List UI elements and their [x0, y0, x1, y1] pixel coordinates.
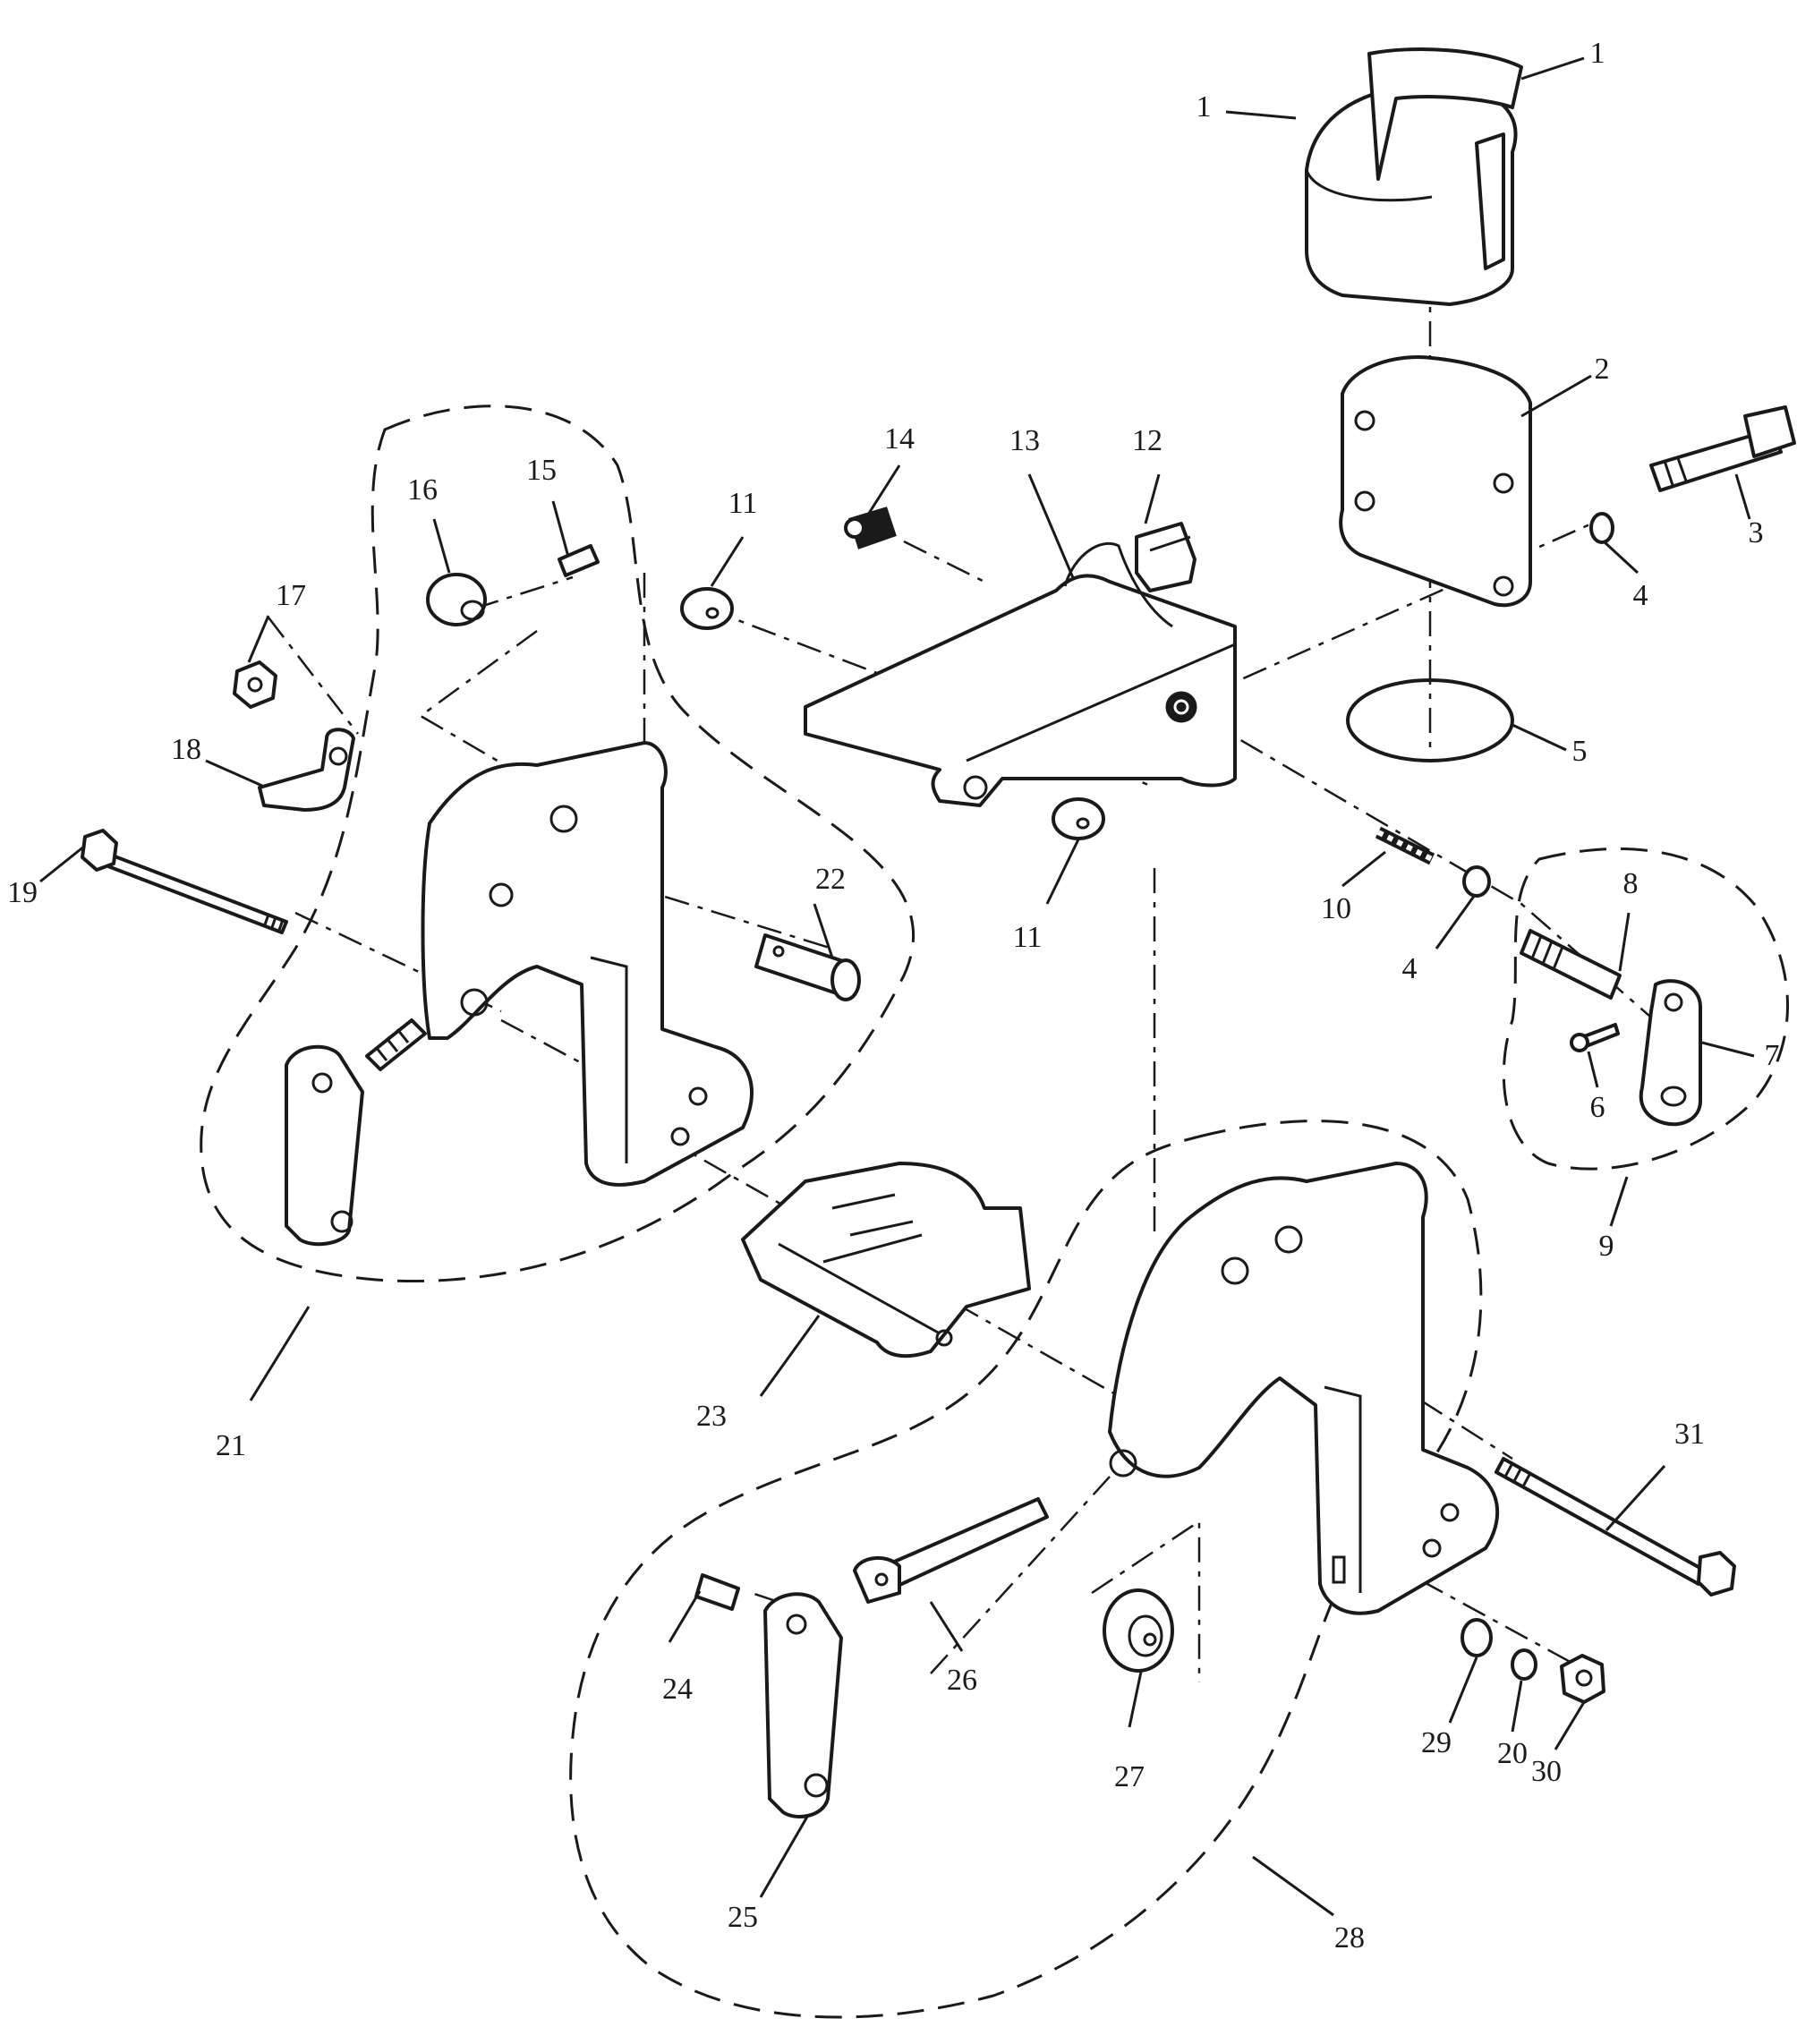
callout-3: 3 [1749, 516, 1764, 549]
washer-part-4b [1462, 865, 1491, 898]
clamp-handle-left [285, 1044, 364, 1247]
callout-28: 28 [1334, 1921, 1365, 1955]
group-outline-28 [569, 1120, 1483, 2019]
group-outline-21 [200, 405, 916, 1282]
center-line-pin-22 [572, 866, 833, 950]
clamp-bracket-right [1108, 1162, 1499, 1615]
callout-23: 23 [696, 1400, 727, 1433]
washer-part-29 [1461, 1618, 1493, 1657]
callout-13: 13 [1009, 424, 1040, 457]
callout-8: 8 [1623, 867, 1639, 900]
nut-part-17 [233, 660, 277, 709]
screw-part-26 [853, 1497, 1049, 1604]
clamp-handle-part-25 [763, 1592, 843, 1818]
callout-7: 7 [1765, 1039, 1780, 1072]
callout-17: 17 [276, 579, 306, 612]
washer-part-4a [1589, 512, 1614, 544]
long-bolt-part-31 [1495, 1457, 1736, 1597]
callout-11a: 11 [728, 487, 758, 520]
thrust-washer-part-11b [1052, 797, 1105, 840]
leader-lines [39, 56, 1755, 1917]
callout-9: 9 [1599, 1230, 1614, 1263]
callout-5: 5 [1572, 735, 1588, 768]
swivel-clamp-part-2 [1339, 355, 1532, 608]
clamp-plate-part-18 [258, 728, 355, 812]
washer-part-20 [1511, 1648, 1537, 1681]
callout-25: 25 [728, 1901, 758, 1934]
clamp-bracket-left [421, 741, 754, 1187]
callout-4b: 4 [1402, 952, 1418, 985]
callout-26: 26 [947, 1664, 977, 1697]
spring-part-10 [1375, 826, 1435, 865]
callout-1a: 1 [1590, 37, 1605, 70]
detent-lever-part-7 [1639, 979, 1702, 1127]
long-bolt-part-19 [81, 829, 288, 934]
pin-part-15 [558, 544, 600, 577]
callout-21: 21 [216, 1429, 246, 1462]
bolt-part-3 [1649, 405, 1796, 492]
callout-31: 31 [1674, 1418, 1705, 1451]
callout-18: 18 [171, 733, 201, 766]
callout-6: 6 [1590, 1091, 1605, 1124]
center-line-pin-15 [473, 575, 574, 610]
callout-2: 2 [1595, 353, 1610, 386]
group-outline-9 [1502, 847, 1789, 1171]
callout-19: 19 [7, 876, 38, 909]
callout-24: 24 [662, 1673, 693, 1706]
pin-part-24 [694, 1573, 740, 1611]
callout-4a: 4 [1633, 579, 1648, 612]
callout-15: 15 [526, 454, 557, 487]
screw-part-6 [1570, 1023, 1620, 1052]
sleeve-bushing-part-1 [1305, 47, 1523, 306]
callout-27: 27 [1114, 1760, 1145, 1793]
nut-part-30 [1560, 1654, 1605, 1704]
center-line-bracket-step [418, 629, 538, 780]
center-line-nipple-14 [903, 540, 985, 583]
center-line-screw-26 [930, 1476, 1111, 1674]
pin-part-22 [754, 933, 861, 1001]
thrust-washer-part-11a [680, 587, 734, 630]
adjusting-screw-left [365, 1018, 427, 1071]
callout-14: 14 [884, 422, 915, 456]
callout-11b: 11 [1013, 921, 1043, 954]
o-ring-part-5 [1346, 678, 1514, 762]
callout-10: 10 [1321, 892, 1351, 925]
clamp-pad-part-27 [1103, 1588, 1174, 1673]
callout-20: 20 [1497, 1737, 1528, 1770]
callout-1b: 1 [1197, 90, 1212, 123]
callout-30: 30 [1531, 1755, 1562, 1788]
swivel-bracket-part-13 [804, 541, 1237, 807]
tilt-tube-part-23 [741, 1162, 1031, 1358]
callout-16: 16 [407, 473, 438, 507]
callout-12: 12 [1132, 424, 1162, 457]
callout-29: 29 [1421, 1726, 1452, 1759]
grease-nipple-part-14 [844, 507, 897, 549]
stopper-block-part-12 [1135, 522, 1197, 592]
center-line-bolt-19 [294, 911, 502, 1013]
center-line-clamp-18 [268, 617, 359, 735]
bushing-part-16 [426, 573, 487, 626]
callout-22: 22 [815, 863, 846, 896]
detent-pin-part-8 [1520, 929, 1622, 1000]
